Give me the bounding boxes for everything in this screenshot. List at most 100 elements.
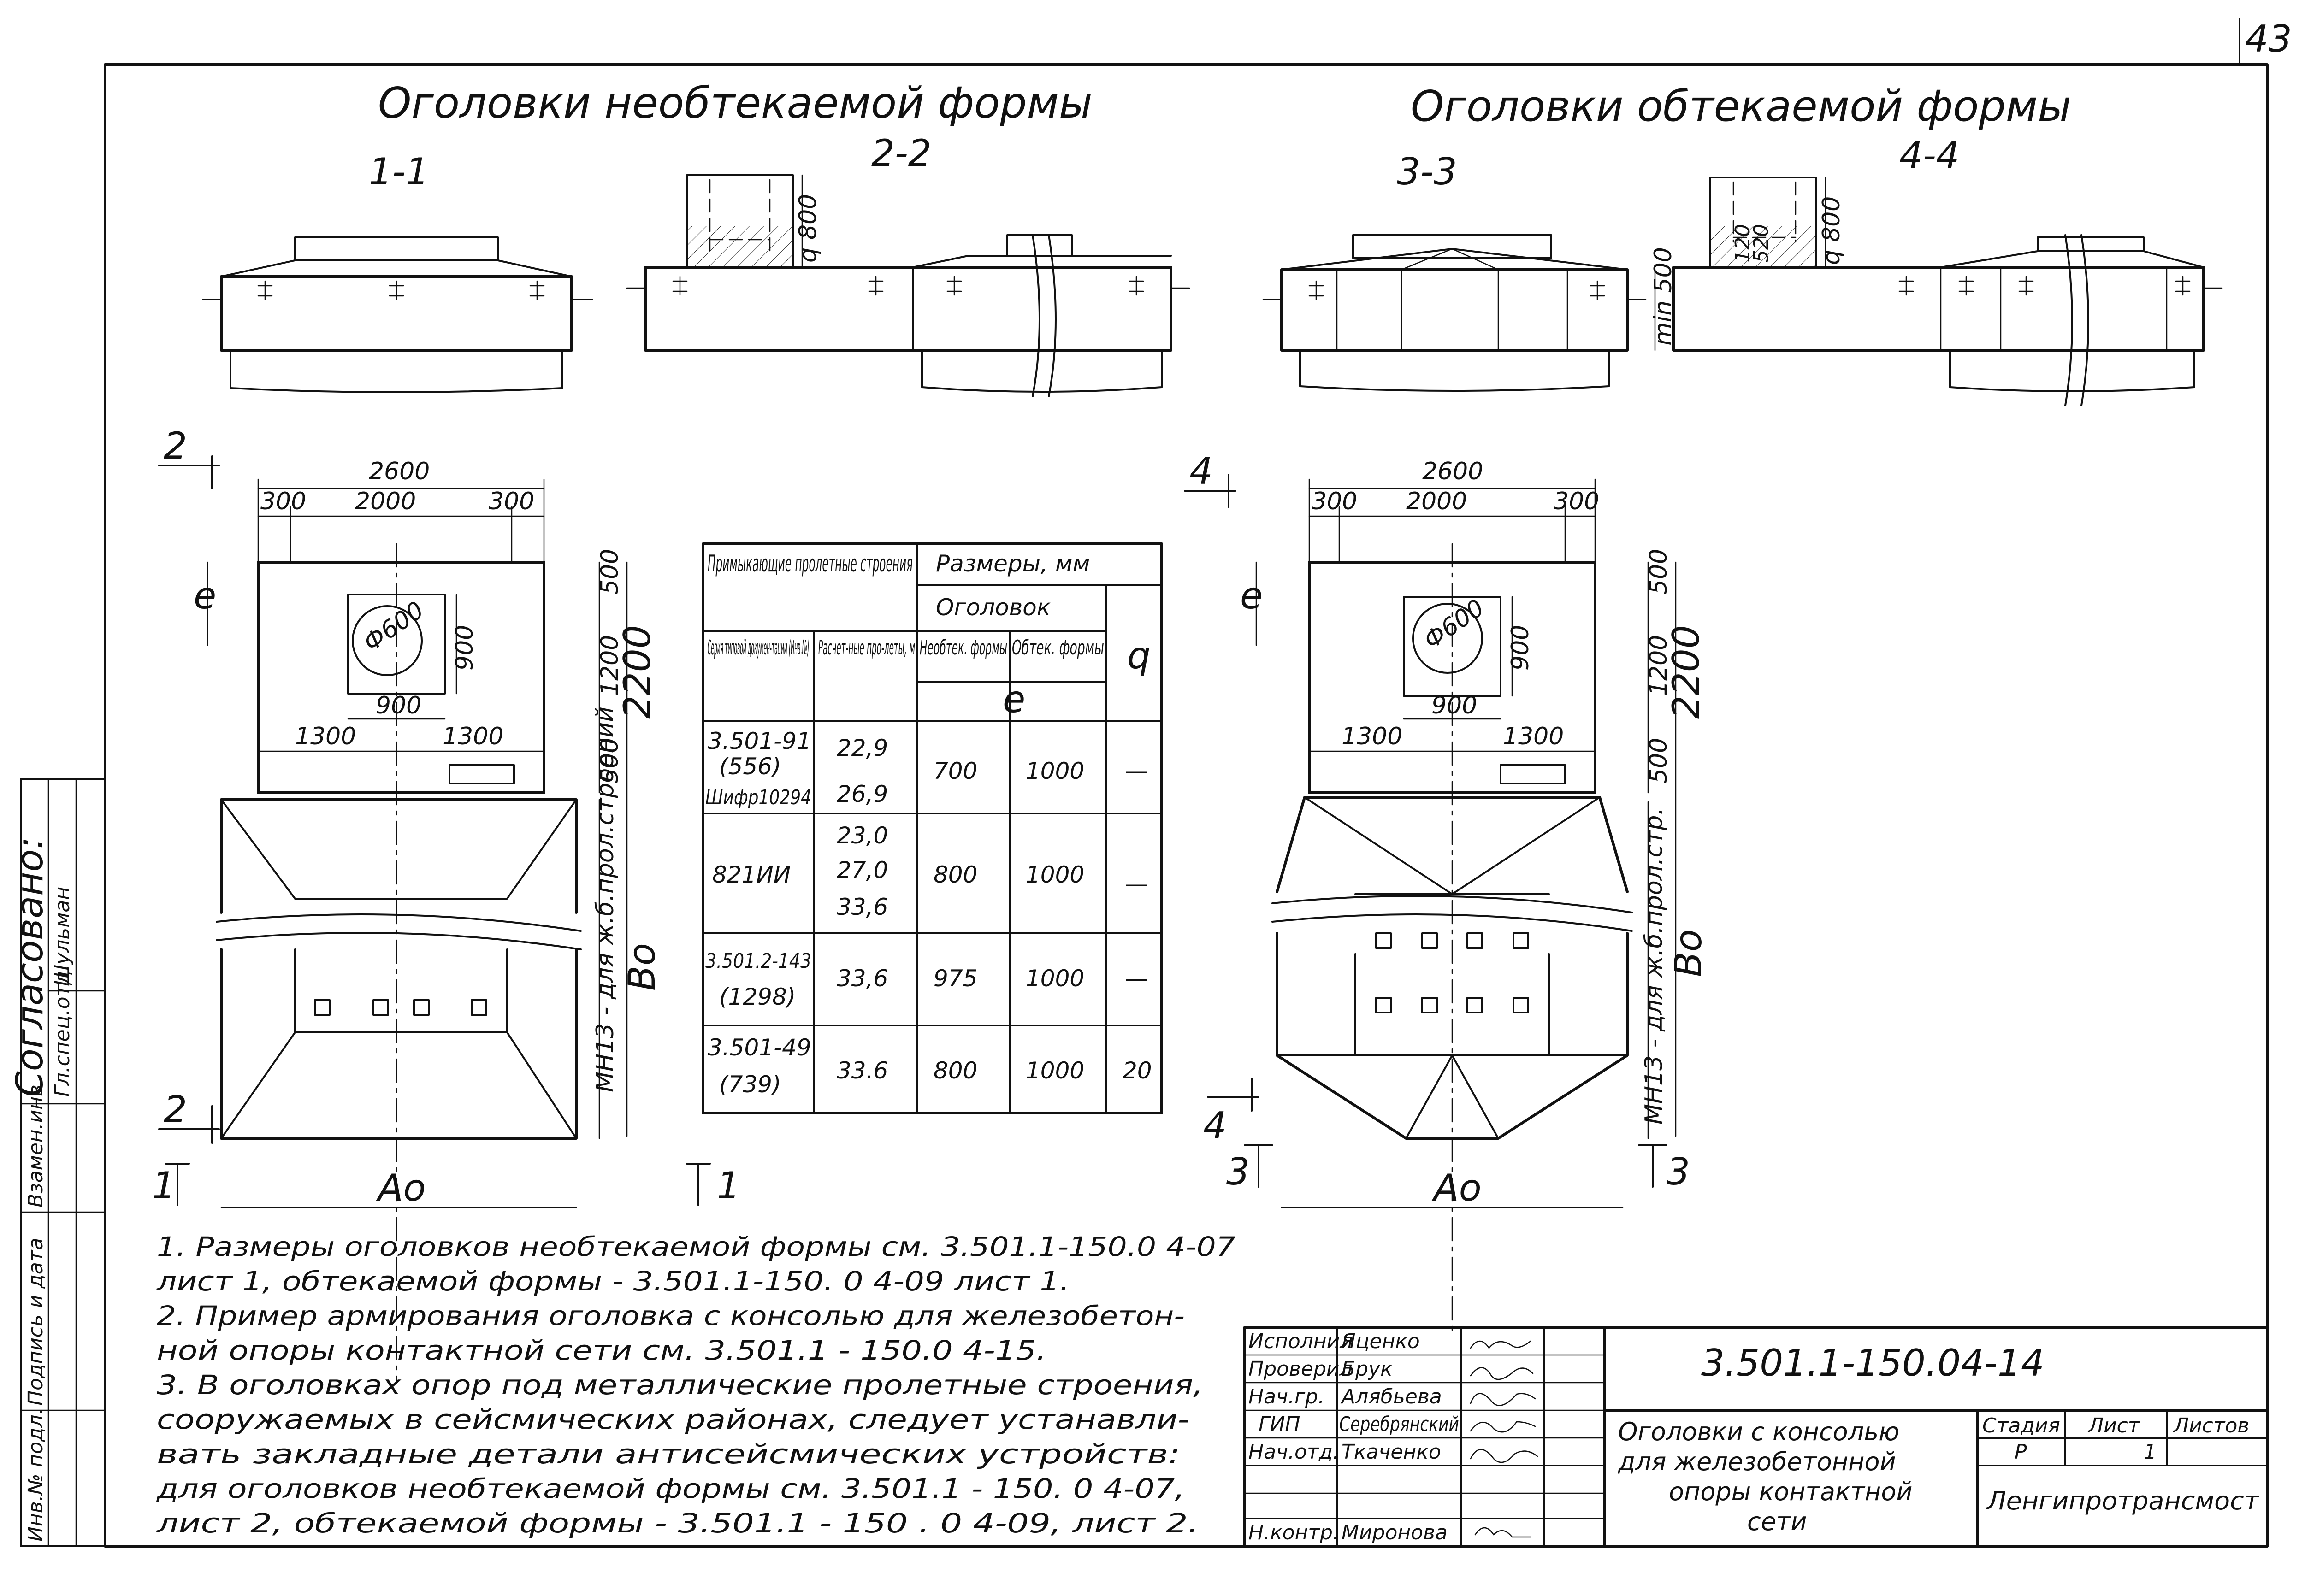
stamp-sheet-label: Лист	[2087, 1414, 2140, 1437]
stamp-row-lines	[1244, 1354, 1605, 1519]
side-stamp-agreed: Согласовано:	[8, 837, 51, 1097]
tbl-col-span: Расчет-ные про-леты, м	[818, 636, 915, 660]
stamp-stage: Р	[2015, 1440, 2027, 1464]
side-stamp-inv-sub: Взамен.инв.	[24, 1078, 47, 1207]
break-line-top	[216, 913, 582, 932]
cap-body	[644, 266, 1172, 352]
anchor-hole	[352, 605, 423, 676]
cut-mark-4-bot	[1207, 1078, 1259, 1112]
table-border	[702, 542, 1163, 1114]
dim-q: q	[794, 247, 822, 263]
cap-slope	[1940, 250, 2205, 268]
tbl-r2-span-2: 27,0	[837, 857, 888, 883]
console-plate	[1500, 764, 1566, 784]
note-line-3: 2. Пример армирования оголовка с консоль…	[157, 1300, 1185, 1331]
cut-3-left: 3	[1226, 1150, 1250, 1193]
side-stamp-sign-date: Подпись и дата	[24, 1238, 47, 1406]
dim-500-top: 500	[1645, 549, 1673, 595]
cut-mark-1-left	[165, 1163, 190, 1206]
tbl-r2-q: —	[1125, 871, 1148, 897]
cut-mark-2-bot	[158, 1105, 220, 1144]
tbl-r1-span-1: 22,9	[837, 735, 888, 761]
cut-4-bot: 4	[1203, 1104, 1227, 1147]
plan-streamlined: 2600 300 2000 300 Ф600 900 900 1300 1300…	[1184, 450, 1710, 1337]
stamp-role-3: Нач.гр.	[1248, 1385, 1324, 1408]
dim-e: e	[1240, 574, 1263, 617]
break-line-bot	[216, 932, 582, 950]
dim-800: 800	[1818, 196, 1845, 242]
side-stamp-name: Шульман	[51, 887, 74, 986]
pedestal-hatch	[1710, 226, 1816, 267]
note-line-4: ной опоры контактной сети см. 3.501.1 - …	[157, 1335, 1046, 1366]
dim-e: e	[194, 574, 216, 617]
dim-2000: 2000	[1406, 488, 1467, 515]
dim-900v: 900	[451, 625, 479, 671]
tbl-r2-non: 800	[934, 861, 977, 888]
pier-slope-top	[1304, 796, 1601, 895]
bolt-marks	[672, 276, 1144, 296]
tbl-r4-q: 20	[1123, 1057, 1152, 1084]
tbl-r4-str: 1000	[1026, 1057, 1084, 1084]
cap-facets	[1336, 269, 1568, 351]
tbl-r3-q: —	[1125, 965, 1148, 992]
dim-900v: 900	[1507, 625, 1534, 671]
ridge-inner	[1401, 248, 1499, 271]
tbl-col-e: е	[1003, 678, 1025, 721]
tbl-r3-str: 1000	[1026, 965, 1084, 992]
break-line-top	[1271, 895, 1633, 913]
dim-300-left: 300	[1312, 488, 1357, 515]
dim-300-right: 300	[1554, 488, 1599, 515]
section-label-3-3: 3-3	[1397, 150, 1457, 193]
stamp-title-3: опоры контактной	[1669, 1477, 1912, 1506]
pier-stem	[230, 349, 563, 393]
tbl-r1-q: —	[1125, 758, 1148, 784]
pier-stem	[1299, 349, 1610, 392]
dim-1300-left: 1300	[1342, 723, 1402, 750]
stamp-name-5: Ткаченко	[1342, 1440, 1441, 1464]
tbl-r4-non: 800	[934, 1057, 977, 1084]
stamp-sheet: 1	[2144, 1440, 2157, 1464]
tbl-r2-series-1: 821ИИ	[712, 861, 791, 888]
bearing-plate	[2037, 236, 2145, 252]
side-stamp-border	[20, 778, 106, 1547]
note-mn13-right: МН13 - для ж.б.прол.стр.	[1640, 807, 1668, 1125]
cap-body	[220, 275, 573, 352]
tbl-r2-span-3: 33,6	[837, 894, 888, 920]
note-line-7: вать закладные детали антисейсмических у…	[157, 1438, 1180, 1470]
dim-2600: 2600	[369, 458, 430, 485]
dim-2200: 2200	[616, 625, 659, 719]
cut-2-bot: 2	[164, 1088, 187, 1131]
tbl-r1-str: 1000	[1026, 758, 1084, 784]
cut-mark-3-left	[1244, 1144, 1273, 1188]
plan-nonstreamlined: 2600 300 2000 300 Ф600 900 900 1300 1300…	[152, 424, 740, 1384]
dim-500-top: 500	[596, 549, 624, 595]
note-mn13-left: МН13 - для ж.б.прол.строений	[591, 707, 619, 1092]
stamp-name-1: Яценко	[1341, 1330, 1420, 1353]
dim-2200: 2200	[1665, 625, 1708, 719]
tbl-r1-series-2: (556)	[719, 753, 781, 780]
tbl-header-heads: Оголовок	[936, 594, 1051, 621]
pier-slope-top	[220, 799, 577, 900]
pedestal-hatch	[687, 226, 793, 267]
tbl-col-stream: Обтек. формы	[1012, 636, 1104, 660]
note-line-1: 1. Размеры оголовков необтекаемой формы …	[157, 1231, 1235, 1262]
dim-bo-left: Во	[621, 943, 663, 991]
bolt-marks	[1308, 280, 1605, 300]
cut-mark-2-top	[158, 455, 220, 489]
tbl-col-nonstream: Необтек. формы	[920, 636, 1007, 660]
cap-body	[1672, 266, 2205, 352]
stamp-org: Ленгипротрансмост	[1986, 1486, 2260, 1515]
stamp-name-4: Серебрянский	[1339, 1413, 1459, 1436]
stamp-role-4: ГИП	[1259, 1413, 1300, 1436]
break-line	[2064, 234, 2089, 406]
side-dim-lines	[1647, 561, 1677, 1137]
tbl-r3-series-1: 3.501.2-143	[705, 949, 811, 973]
note-line-8: для оголовков необтекаемой формы см. 3.5…	[156, 1473, 1185, 1504]
dim-ao-left: Ао	[376, 1166, 426, 1209]
stamp-role-1: Исполнил	[1248, 1330, 1353, 1353]
cut-1-left: 1	[152, 1164, 176, 1207]
cap-body	[1280, 268, 1629, 352]
pier-stem	[1949, 349, 2195, 392]
section-2-2: 800 q	[626, 174, 1190, 397]
signature-scribbles	[1470, 1340, 1538, 1538]
